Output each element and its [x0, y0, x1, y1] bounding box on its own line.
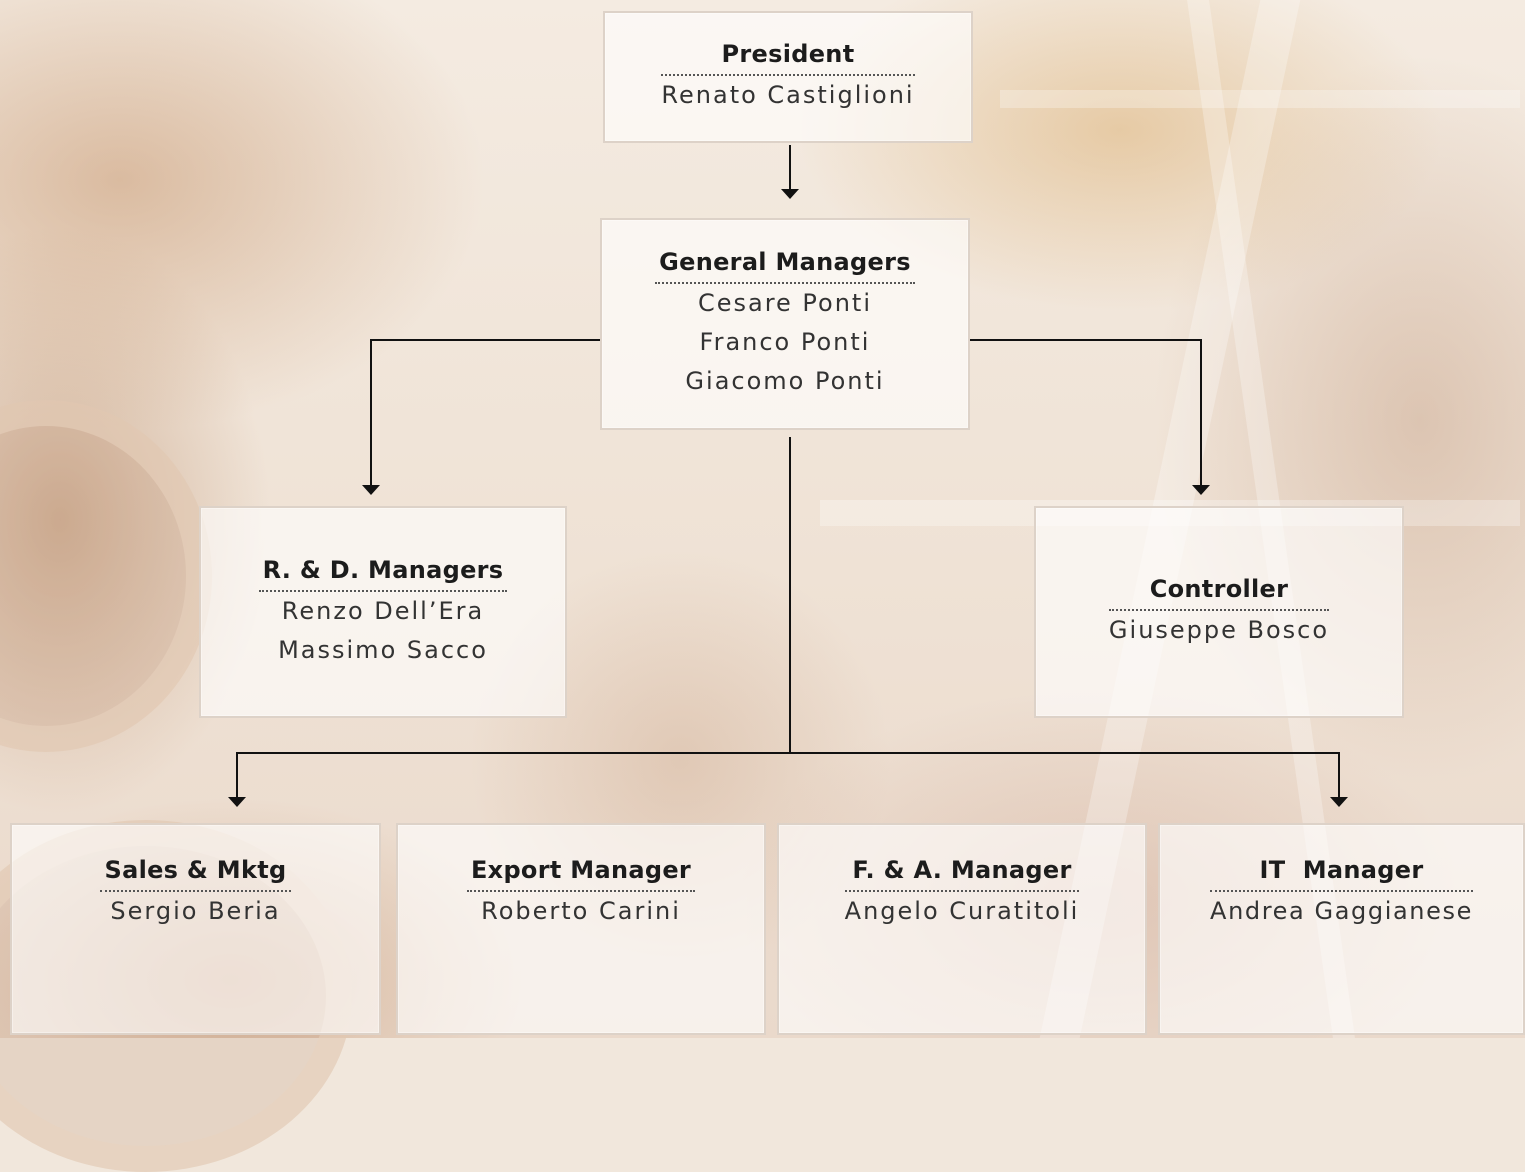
sales-role: Sales & Mktg [100, 856, 291, 892]
finance-role: F. & A. Manager [844, 856, 1080, 892]
it-name: Andrea Gaggianese [1210, 897, 1473, 925]
export-role: Export Manager [466, 856, 696, 892]
it-role: IT Manager [1210, 856, 1473, 892]
president-box: President Renato Castiglioni [603, 11, 973, 143]
finance-box: F. & A. Manager Angelo Curatitoli [777, 823, 1147, 1035]
arrow-to-it [1330, 797, 1348, 807]
rd-managers-box: R. & D. Managers Renzo Dell’Era Massimo … [199, 506, 567, 718]
connector-lines [228, 145, 1348, 807]
controller-name: Giuseppe Bosco [1108, 616, 1330, 644]
controller-box: Controller Giuseppe Bosco [1034, 506, 1404, 718]
general-managers-role: General Managers [655, 248, 915, 284]
it-box: IT Manager Andrea Gaggianese [1158, 823, 1525, 1035]
president-name: Renato Castiglioni [661, 81, 915, 109]
rd-manager-name: Massimo Sacco [278, 635, 488, 664]
arrow-to-general-managers [781, 189, 799, 199]
president-role: President [661, 40, 915, 76]
general-managers-box: General Managers Cesare Ponti Franco Pon… [600, 218, 970, 430]
controller-role: Controller [1108, 575, 1330, 611]
sales-box: Sales & Mktg Sergio Beria [10, 823, 381, 1035]
rd-manager-name: Renzo Dell’Era [281, 596, 485, 625]
general-manager-name: Giacomo Ponti [685, 367, 885, 395]
arrow-to-rd-managers [362, 485, 380, 495]
export-box: Export Manager Roberto Carini [396, 823, 766, 1035]
finance-name: Angelo Curatitoli [844, 897, 1080, 925]
rd-managers-role: R. & D. Managers [258, 556, 508, 592]
arrow-to-sales [228, 797, 246, 807]
general-manager-name: Franco Ponti [699, 328, 871, 356]
arrow-to-controller [1192, 485, 1210, 495]
general-manager-name: Cesare Ponti [697, 289, 873, 317]
sales-name: Sergio Beria [110, 897, 281, 925]
export-name: Roberto Carini [481, 897, 681, 925]
